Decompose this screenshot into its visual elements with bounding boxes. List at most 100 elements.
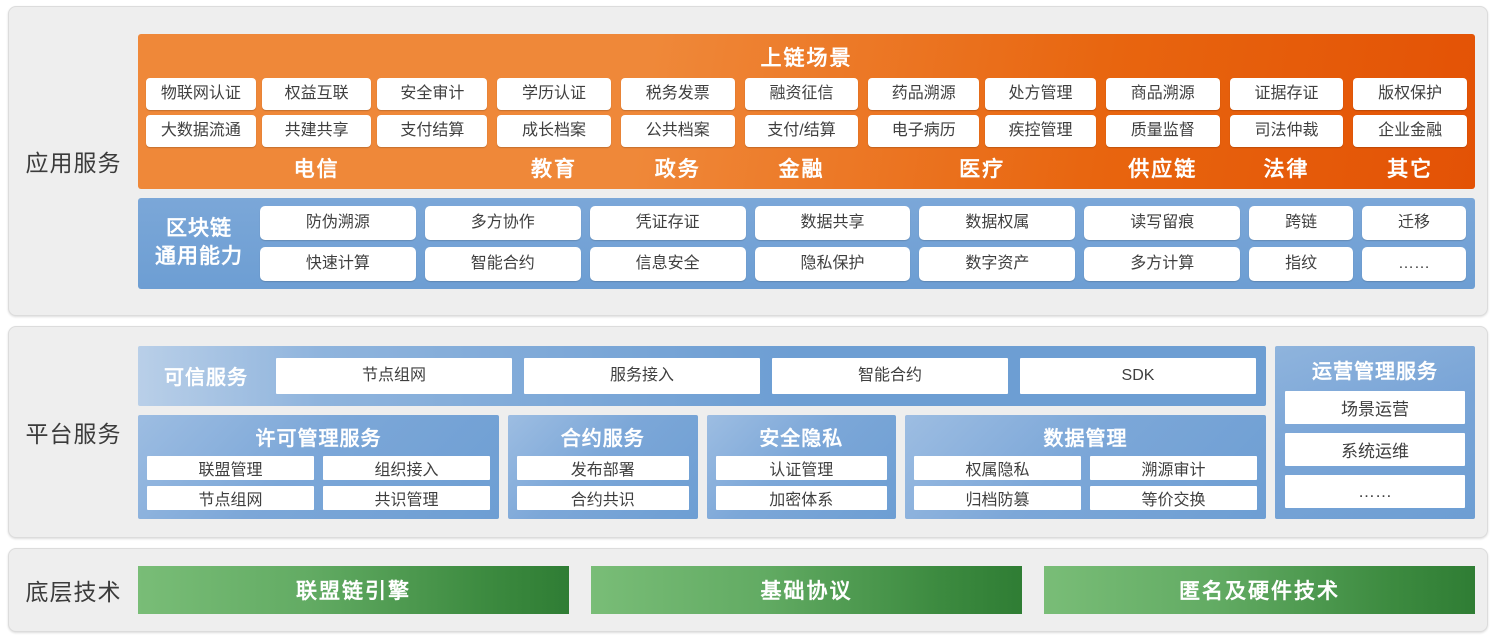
scenario-chip[interactable]: 公共档案 bbox=[620, 114, 735, 147]
capability-chip[interactable]: …… bbox=[1362, 246, 1466, 281]
scenario-chip[interactable]: 商品溯源 bbox=[1105, 77, 1220, 110]
group-cell[interactable]: 联盟管理 bbox=[147, 455, 314, 480]
scenario-title: 上链场景 bbox=[760, 46, 853, 70]
group-cells: 权属隐私 溯源审计 归档防篡 等价交换 bbox=[914, 455, 1257, 510]
capability-chip[interactable]: 跨链 bbox=[1249, 205, 1354, 240]
sector-telecom-chips: 物联网认证 权益互联 安全审计 大数据流通 共建共享 支付结算 bbox=[146, 77, 488, 147]
capability-chip[interactable]: 防伪溯源 bbox=[260, 205, 416, 240]
platform-services-card: 平台服务 可信服务 节点组网 服务接入 智能合约 SDK 许可管理服务 bbox=[8, 326, 1488, 538]
platform-layer-body: 可信服务 节点组网 服务接入 智能合约 SDK 许可管理服务 联 bbox=[138, 345, 1475, 519]
capability-chip[interactable]: 读写留痕 bbox=[1084, 205, 1241, 240]
trusted-service-chip[interactable]: 智能合约 bbox=[772, 357, 1008, 394]
scenario-chip[interactable]: 企业金融 bbox=[1353, 114, 1468, 147]
technology-bar-anonymity-hardware[interactable]: 匿名及硬件技术 bbox=[1044, 566, 1475, 614]
cell-line: 发布部署 bbox=[517, 455, 689, 480]
scenario-chip[interactable]: 支付/结算 bbox=[744, 114, 859, 147]
capability-chip[interactable]: 多方协作 bbox=[424, 205, 581, 240]
scenario-chip[interactable]: 司法仲裁 bbox=[1229, 114, 1344, 147]
group-cell[interactable]: 发布部署 bbox=[517, 455, 689, 480]
operations-cell[interactable]: 场景运营 bbox=[1285, 390, 1465, 424]
group-cell[interactable]: 合约共识 bbox=[517, 485, 689, 510]
group-cell[interactable]: 认证管理 bbox=[715, 455, 887, 480]
scenario-chip[interactable]: 权益互联 bbox=[261, 77, 372, 110]
scenario-chip[interactable]: 版权保护 bbox=[1353, 77, 1468, 110]
group-cell[interactable]: 组织接入 bbox=[323, 455, 490, 480]
operations-panel-title: 运营管理服务 bbox=[1312, 360, 1438, 383]
trusted-service-chip[interactable]: 节点组网 bbox=[276, 357, 512, 394]
scenario-chip[interactable]: 共建共享 bbox=[261, 114, 372, 147]
platform-left-column: 可信服务 节点组网 服务接入 智能合约 SDK 许可管理服务 联 bbox=[138, 345, 1266, 519]
group-title: 合约服务 bbox=[560, 427, 645, 450]
operations-cell[interactable]: …… bbox=[1285, 475, 1465, 509]
group-cell[interactable]: 归档防篡 bbox=[914, 485, 1081, 510]
chip-line: 质量监督 bbox=[1105, 114, 1220, 147]
capability-chip[interactable]: 数据权属 bbox=[919, 205, 1076, 240]
sector-telecom: 物联网认证 权益互联 安全审计 大数据流通 共建共享 支付结算 电信 bbox=[146, 77, 497, 185]
sector-education: 学历认证 成长档案 教育 bbox=[497, 77, 621, 185]
capability-chip[interactable]: 多方计算 bbox=[1084, 246, 1241, 281]
scenario-chip[interactable]: 物联网认证 bbox=[146, 77, 256, 110]
group-cell[interactable]: 等价交换 bbox=[1090, 485, 1257, 510]
layer-label-platform: 平台服务 bbox=[25, 421, 122, 447]
sector-name-other: 其它 bbox=[1387, 157, 1434, 181]
technology-bar-consortium-chain-engine[interactable]: 联盟链引擎 bbox=[138, 566, 569, 614]
group-title: 许可管理服务 bbox=[255, 427, 382, 450]
operations-management-panel: 运营管理服务 场景运营 系统运维 …… bbox=[1275, 345, 1475, 519]
scenario-chip[interactable]: 融资征信 bbox=[744, 77, 859, 110]
capability-label-line2: 通用能力 bbox=[155, 245, 243, 268]
capability-grid: 防伪溯源 多方协作 凭证存证 数据共享 数据权属 读写留痕 跨链 迁移 快速计算… bbox=[260, 205, 1466, 281]
group-cell[interactable]: 节点组网 bbox=[147, 485, 314, 510]
sector-other: 版权保护 企业金融 其它 bbox=[1353, 77, 1468, 185]
group-cells: 发布部署 合约共识 bbox=[517, 455, 689, 510]
group-cell[interactable]: 加密体系 bbox=[715, 485, 887, 510]
platform-group-row: 许可管理服务 联盟管理 组织接入 节点组网 共识管理 bbox=[138, 414, 1266, 519]
sector-government: 税务发票 公共档案 政务 bbox=[620, 77, 745, 185]
scenario-chip[interactable]: 处方管理 bbox=[985, 77, 1096, 110]
capability-chip[interactable]: 信息安全 bbox=[589, 246, 746, 281]
group-cells: 联盟管理 组织接入 节点组网 共识管理 bbox=[147, 455, 490, 510]
group-cell[interactable]: 权属隐私 bbox=[914, 455, 1081, 480]
capability-chip[interactable]: 数字资产 bbox=[919, 246, 1076, 281]
scenario-chip[interactable]: 电子病历 bbox=[868, 114, 980, 147]
capability-chip[interactable]: 隐私保护 bbox=[754, 246, 911, 281]
scenario-chip[interactable]: 药品溯源 bbox=[868, 77, 980, 110]
chip-line: 税务发票 bbox=[620, 77, 735, 110]
capability-chip[interactable]: 快速计算 bbox=[260, 246, 416, 281]
group-cells: 认证管理 加密体系 bbox=[715, 455, 887, 510]
scenario-chip[interactable]: 成长档案 bbox=[497, 114, 611, 147]
sector-name-supplychain: 供应链 bbox=[1128, 157, 1198, 181]
group-cell[interactable]: 溯源审计 bbox=[1090, 455, 1257, 480]
sector-name-finance: 金融 bbox=[778, 157, 825, 181]
sector-name-telecom: 电信 bbox=[293, 157, 340, 181]
scenario-chip[interactable]: 税务发票 bbox=[620, 77, 735, 110]
scenario-chip[interactable]: 质量监督 bbox=[1105, 114, 1220, 147]
sector-healthcare: 药品溯源 处方管理 电子病历 疾控管理 医疗 bbox=[868, 77, 1105, 185]
group-title: 数据管理 bbox=[1043, 427, 1128, 450]
capability-chip[interactable]: 智能合约 bbox=[424, 246, 581, 281]
sector-healthcare-chips: 药品溯源 处方管理 电子病历 疾控管理 bbox=[868, 77, 1096, 147]
group-cell[interactable]: 共识管理 bbox=[323, 485, 490, 510]
chip-line: 物联网认证 权益互联 安全审计 bbox=[146, 77, 488, 110]
scenario-chip[interactable]: 疾控管理 bbox=[985, 114, 1096, 147]
trusted-service-chip[interactable]: SDK bbox=[1020, 357, 1256, 394]
capability-chip[interactable]: 数据共享 bbox=[754, 205, 911, 240]
capability-chip[interactable]: 迁移 bbox=[1362, 205, 1466, 240]
technology-bar-base-protocol[interactable]: 基础协议 bbox=[591, 566, 1022, 614]
scenario-chip[interactable]: 支付结算 bbox=[377, 114, 488, 147]
sector-legal: 证据存证 司法仲裁 法律 bbox=[1229, 77, 1354, 185]
capability-chip[interactable]: 凭证存证 bbox=[589, 205, 746, 240]
cell-line: 认证管理 bbox=[715, 455, 887, 480]
scenario-chip[interactable]: 大数据流通 bbox=[146, 114, 256, 147]
scenario-chip[interactable]: 安全审计 bbox=[377, 77, 488, 110]
underlying-technology-card: 底层技术 联盟链引擎 基础协议 匿名及硬件技术 bbox=[8, 548, 1488, 632]
operations-cell[interactable]: 系统运维 bbox=[1285, 432, 1465, 467]
scenario-chip[interactable]: 学历认证 bbox=[497, 77, 611, 110]
cell-line: 联盟管理 组织接入 bbox=[147, 455, 490, 480]
capability-band-label: 区块链 通用能力 bbox=[147, 215, 251, 270]
scenario-chip[interactable]: 证据存证 bbox=[1229, 77, 1344, 110]
trusted-service-chip[interactable]: 服务接入 bbox=[524, 357, 760, 394]
capability-chip[interactable]: 指纹 bbox=[1249, 246, 1354, 281]
chip-line: 商品溯源 bbox=[1105, 77, 1220, 110]
chip-line: 电子病历 疾控管理 bbox=[868, 114, 1096, 147]
